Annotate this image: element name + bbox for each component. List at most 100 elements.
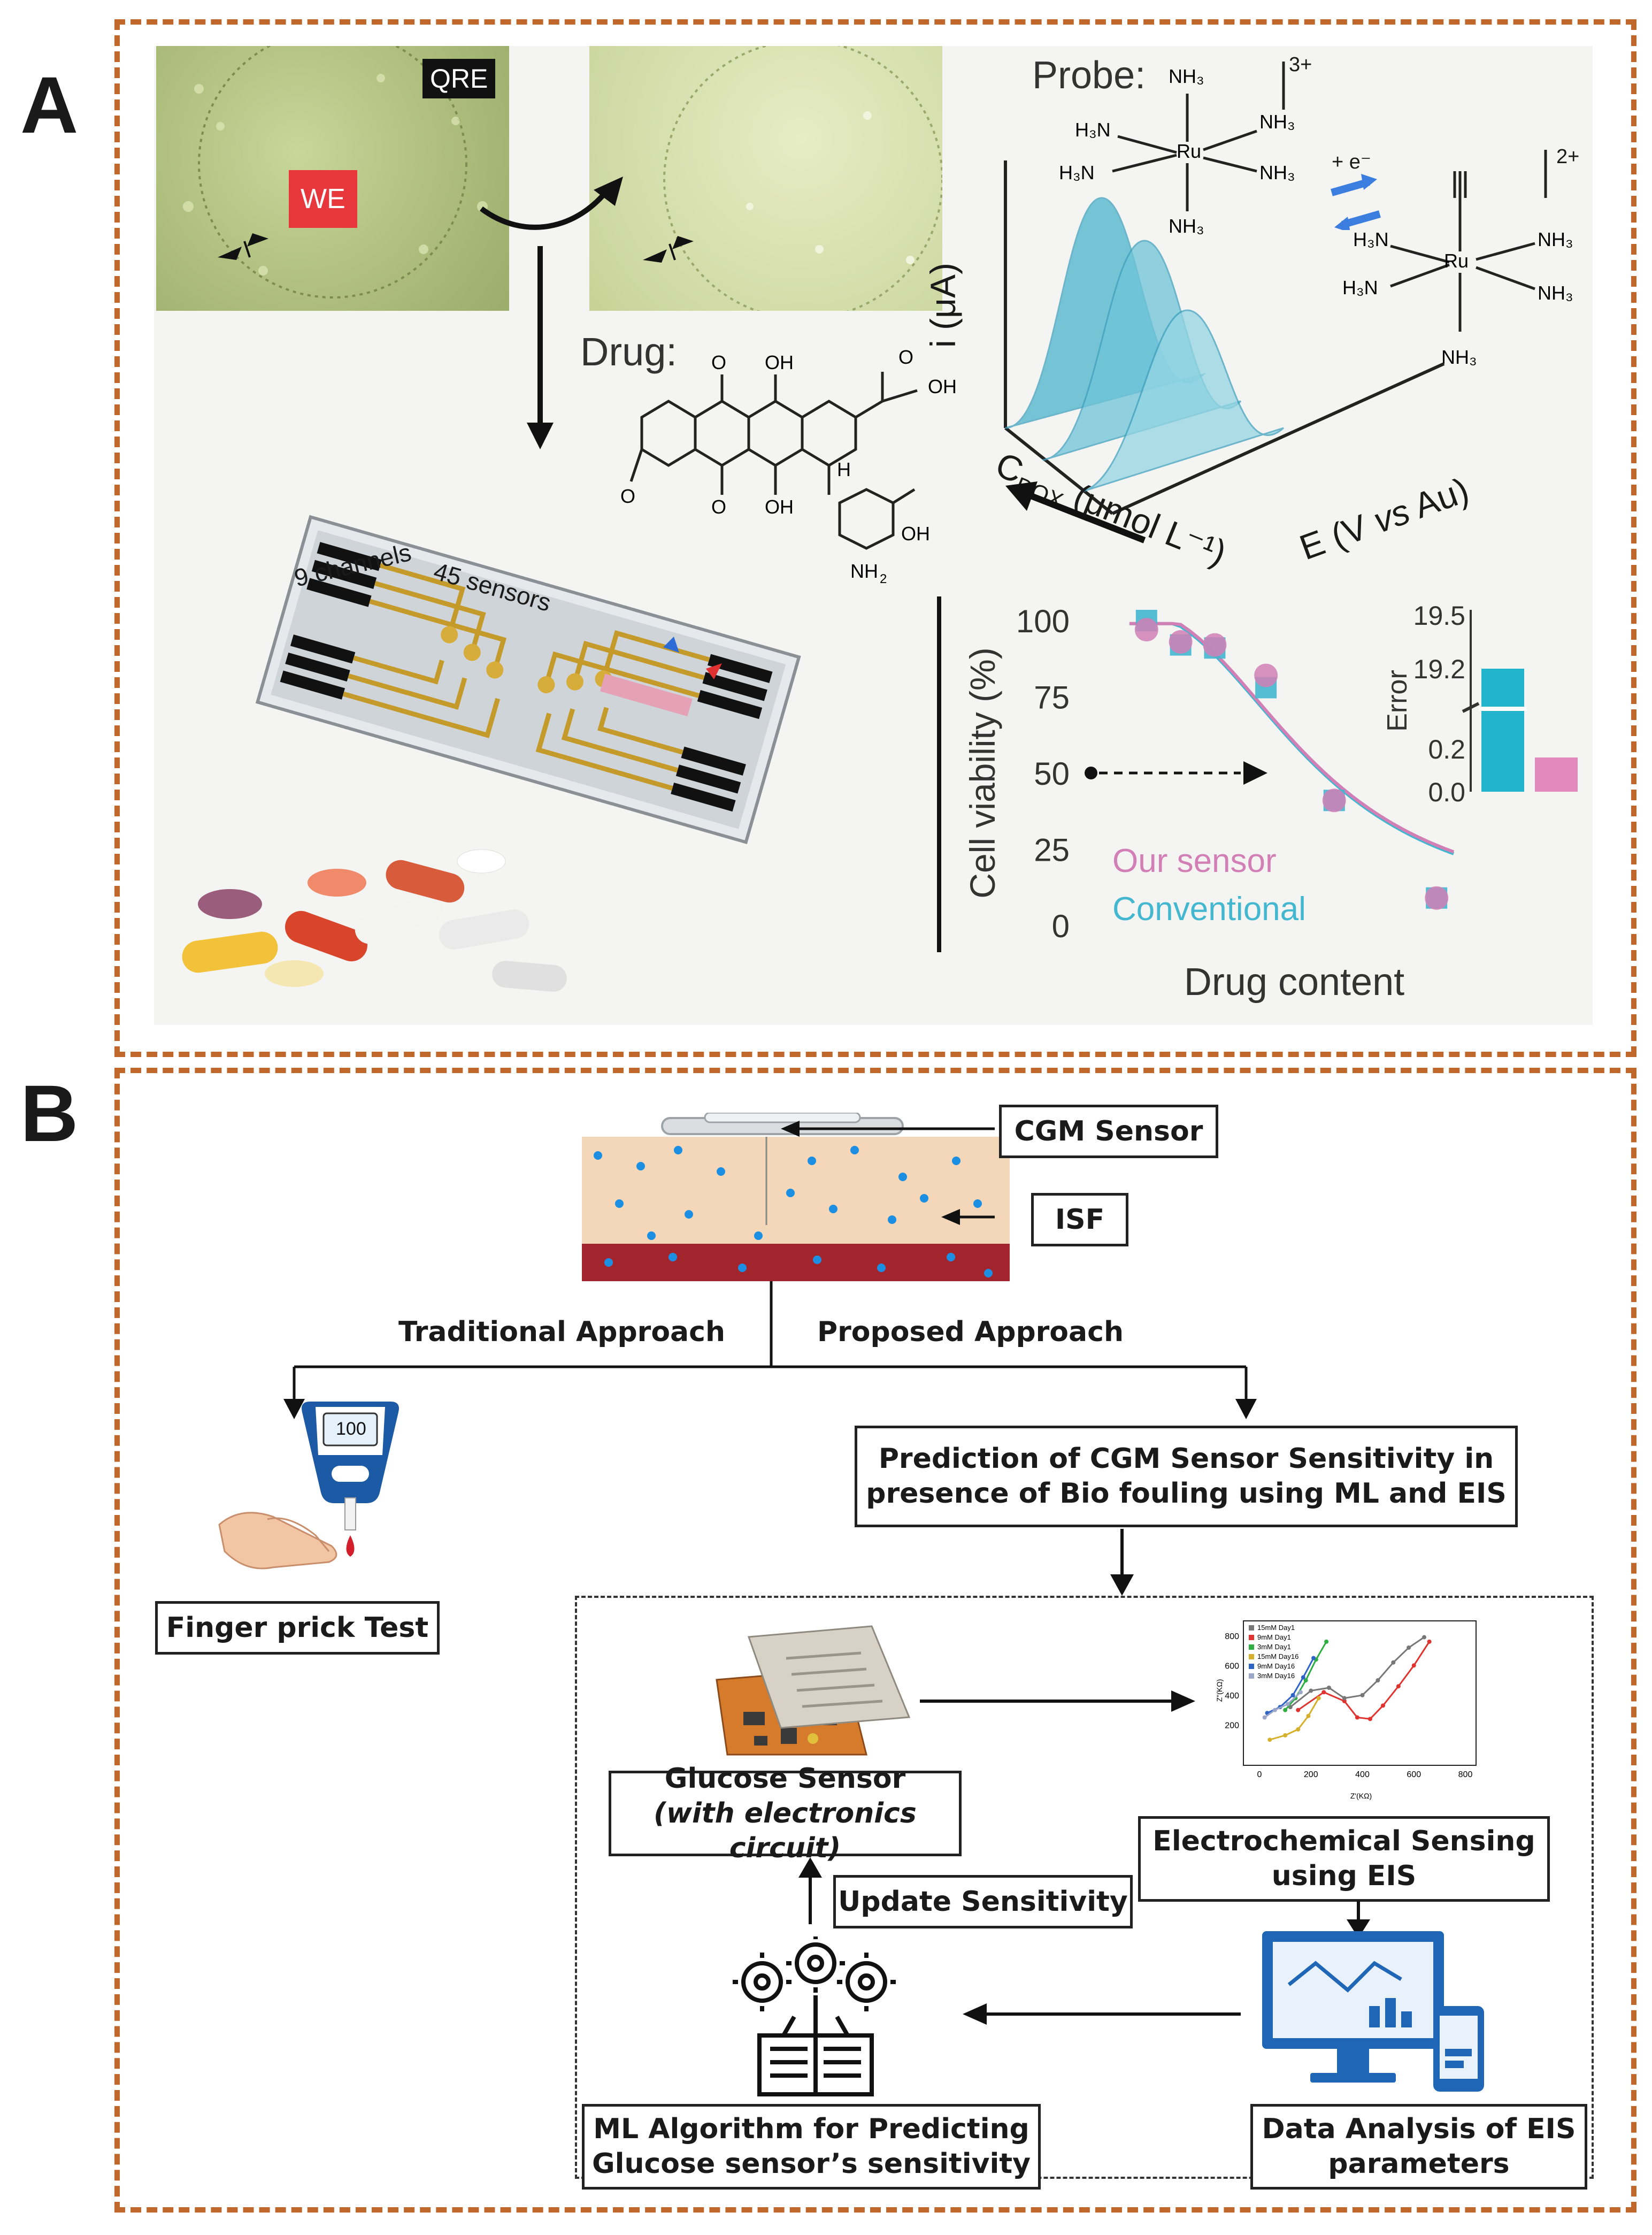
ml-algorithm-line-2: Glucose sensor’s sensitivity <box>591 2148 1031 2180</box>
glucometer-reading: 100 <box>336 1419 366 1439</box>
prediction-line-1: Prediction of CGM Sensor Sensitivity in <box>878 1443 1494 1475</box>
glucose-sensor-line-1: Glucose Sensor <box>664 1762 906 1795</box>
eis-point <box>1316 1696 1321 1701</box>
voltammogram-to-chip-arrow <box>1005 481 1146 544</box>
approach-branch-lines <box>283 1281 1257 1419</box>
sensor-to-eis-arrow <box>920 1690 1195 1712</box>
eis-x-tick: 0 <box>1257 1770 1262 1779</box>
curved-arrow <box>480 185 612 230</box>
eis-point <box>1283 1733 1288 1738</box>
eis-point <box>1396 1684 1401 1689</box>
eis-point <box>1422 1635 1426 1640</box>
probe-label: Probe: <box>1032 54 1146 97</box>
voltammogram-3d <box>1004 160 1445 515</box>
ic50-marker <box>1085 767 1097 779</box>
eis-point <box>1262 1715 1267 1720</box>
microscope-cells-after <box>643 46 942 311</box>
ic50-arrow-head <box>1243 761 1267 785</box>
svg-text:H: H <box>837 458 851 480</box>
eis-point <box>1303 1678 1308 1683</box>
chip-channel <box>600 673 693 717</box>
svg-text:O: O <box>711 351 726 373</box>
panel-b-top-arrows <box>781 1121 995 1225</box>
eis-y-tick: 800 <box>1225 1632 1239 1641</box>
microscope-cells-before <box>183 46 488 298</box>
viability-y-label: Cell viability (%) <box>963 647 1002 898</box>
eis-legend-entry: 15mM Day1 <box>1257 1624 1295 1632</box>
panel-b-frame <box>114 1068 1636 2213</box>
eis-legend-entry: 3mM Day1 <box>1257 1643 1291 1651</box>
ml-algorithm-icon <box>733 1937 896 2096</box>
analysis-to-ml-arrow <box>963 2003 1241 2025</box>
svg-text:NH₃: NH₃ <box>1169 65 1204 87</box>
our-sensor-point <box>1254 663 1278 687</box>
gear-icon-right <box>846 1961 887 2003</box>
eis-point <box>1355 1715 1359 1720</box>
ml-algorithm-box: ML Algorithm for Predicting Glucose sens… <box>582 2104 1041 2190</box>
viability-y-tick: 50 <box>1034 756 1070 792</box>
update-up-arrow <box>798 1857 822 1924</box>
eis-point <box>1272 1708 1277 1712</box>
eis-point <box>1391 1660 1396 1665</box>
svg-text:Ru: Ru <box>1444 250 1469 272</box>
legend-conventional: Conventional <box>1112 891 1306 928</box>
viability-x-label: Drug content <box>1184 961 1404 1004</box>
svg-text:OH: OH <box>928 376 957 397</box>
viability-y-tick: 100 <box>1016 603 1070 639</box>
electron-label: + e⁻ <box>1332 151 1371 173</box>
eis-legend-marker <box>1249 1644 1254 1650</box>
svg-text:NH₃: NH₃ <box>1441 346 1477 368</box>
svg-text:H₃N: H₃N <box>1059 162 1095 183</box>
echem-down-arrow <box>1347 1901 1370 1938</box>
chip-gold-traces <box>342 563 710 791</box>
glucometer-screen <box>322 1412 378 1446</box>
eis-y-label: Z"(KΩ) <box>1215 1679 1224 1702</box>
cgm-sensor-box: CGM Sensor <box>999 1105 1218 1158</box>
finger-prick-test-box: Finger prick Test <box>155 1601 440 1655</box>
down-arrow-head <box>527 423 554 449</box>
qre-label: QRE <box>422 59 496 98</box>
concentration-axis <box>1004 426 1113 515</box>
traditional-approach-label: Traditional Approach <box>398 1316 725 1348</box>
eis-point <box>1309 1688 1313 1693</box>
eis-curve <box>1264 1691 1302 1718</box>
eis-legend-entry: 9mM Day16 <box>1257 1662 1295 1670</box>
svg-text:NH₃: NH₃ <box>1259 111 1295 133</box>
probe-charge-2plus: 2+ <box>1556 146 1580 168</box>
svg-text:O: O <box>620 485 635 507</box>
svg-text:OH: OH <box>765 496 794 518</box>
proposed-approach-label: Proposed Approach <box>817 1316 1124 1348</box>
svg-text:H₃N: H₃N <box>1342 277 1378 298</box>
eis-y-tick: 600 <box>1225 1662 1239 1671</box>
inset-bar <box>1535 757 1578 792</box>
svg-text:NH₃: NH₃ <box>1538 228 1573 250</box>
viability-y-tick: 75 <box>1034 680 1070 716</box>
eis-point <box>1367 1717 1372 1721</box>
eis-point <box>1381 1703 1385 1708</box>
inset-y-tick: 19.5 <box>1413 601 1465 631</box>
eis-point <box>1285 1702 1290 1706</box>
our-sensor-point <box>1203 633 1227 657</box>
panel-a-flow-arrows <box>480 177 623 449</box>
eis-point <box>1296 1727 1301 1732</box>
chip-contact-pads <box>280 542 773 812</box>
eis-x-label: Z'(KΩ) <box>1350 1792 1372 1800</box>
cell-viability-chart: Cell viability (%)Drug content0255075100… <box>963 601 1578 1004</box>
gear-icon-center <box>795 1942 836 1984</box>
eis-point <box>1306 1713 1311 1718</box>
svg-text:2: 2 <box>880 572 887 586</box>
prediction-down-arrow <box>1110 1529 1134 1596</box>
hand <box>218 1512 337 1570</box>
svg-text:NH₃: NH₃ <box>1169 215 1204 237</box>
isf-box: ISF <box>1031 1193 1128 1246</box>
electrochemical-sensing-line-2: using EIS <box>1271 1860 1417 1892</box>
eis-point <box>1267 1738 1272 1742</box>
inset-y-tick: 0.0 <box>1428 777 1465 807</box>
glucose-sensor-box: Glucose Sensor (with electronics circuit… <box>609 1763 962 1864</box>
test-strip <box>344 1497 356 1530</box>
glucometer-illustration: 100 <box>218 1402 399 1570</box>
chip-glass <box>271 530 786 829</box>
